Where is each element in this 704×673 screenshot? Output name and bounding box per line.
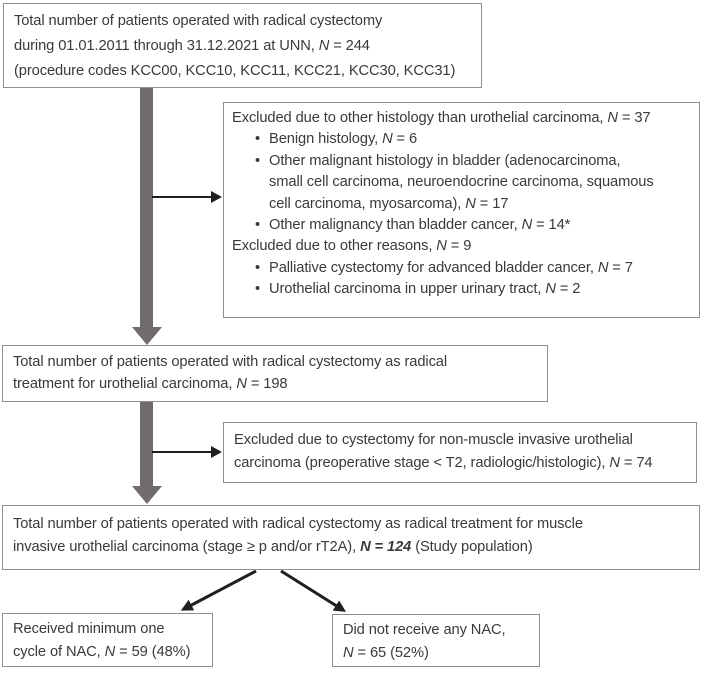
exclusion-arrow-shaft: [152, 196, 211, 198]
bullet-dot: •: [255, 152, 261, 169]
split-arrow-right: [280, 570, 347, 612]
list-item: • Palliative cystectomy for advanced bla…: [232, 258, 691, 279]
list-item: • Other malignancy than bladder cancer, …: [232, 215, 691, 236]
list-item: • Benign histology, N = 6: [232, 129, 691, 150]
bullet-dot: •: [255, 131, 261, 148]
box-exclusions-nonmuscle-invasive: Excluded due to cystectomy for non-muscl…: [223, 422, 697, 483]
bullet-dot: •: [255, 281, 261, 298]
list-item-text: Benign histology, N = 6: [269, 131, 418, 148]
list-item-text: Other malignant histology in bladder (ad…: [269, 152, 654, 212]
exclusion-heading: Excluded due to other reasons, N = 9: [232, 238, 472, 255]
exclusion-arrow-shaft: [152, 451, 211, 453]
exclusion-heading: Excluded due to other histology than uro…: [232, 110, 651, 126]
box-exclusions-histology: Excluded due to other histology than uro…: [223, 102, 700, 318]
exclusion-arrowhead-icon: [211, 446, 222, 458]
box-total-urothelial: Total number of patients operated with r…: [2, 345, 548, 402]
exclusion-arrowhead-icon: [211, 191, 222, 203]
box-total-cystectomy: Total number of patients operated with r…: [3, 3, 482, 88]
bullet-dot: •: [255, 259, 261, 276]
box-study-population: Total number of patients operated with r…: [2, 505, 700, 570]
list-item-text: Urothelial carcinoma in upper urinary tr…: [269, 281, 581, 298]
list-item-text: Other malignancy than bladder cancer, N …: [269, 217, 571, 234]
split-arrows: [180, 570, 347, 612]
list-item-text: Palliative cystectomy for advanced bladd…: [269, 259, 633, 276]
box-no-nac: Did not receive any NAC,N = 65 (52%): [332, 614, 540, 667]
bullet-dot: •: [255, 217, 261, 234]
list-item: • Urothelial carcinoma in upper urinary …: [232, 279, 691, 300]
main-flow-arrow-shaft: [140, 402, 153, 486]
main-flow-arrowhead-icon: [132, 486, 162, 504]
main-flow-arrowhead-icon: [132, 327, 162, 345]
list-item: • Other malignant histology in bladder (…: [232, 151, 691, 215]
split-arrow-left: [180, 570, 257, 611]
main-flow-arrow-shaft: [140, 88, 153, 327]
